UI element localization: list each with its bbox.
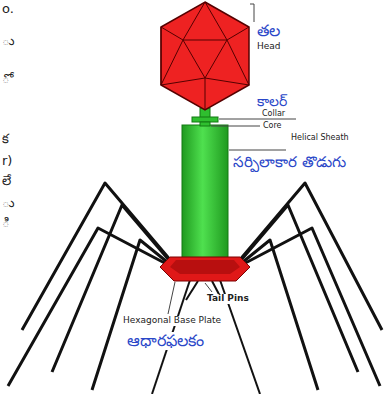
part-name: Helical Sheath — [290, 134, 350, 143]
part-name: తల — [257, 22, 280, 40]
margin-fragment: r) — [2, 154, 12, 168]
margin-fragment: ి — [2, 216, 10, 230]
margin-fragment: క — [2, 132, 9, 146]
margin-fragment: లే — [2, 174, 11, 188]
core — [200, 122, 210, 126]
tail-sheath — [182, 125, 228, 260]
part-name: Hexagonal Base Plate — [122, 316, 222, 326]
margin-fragment: o. — [2, 2, 14, 16]
base-plate — [160, 257, 250, 281]
part-name: సర్పిలాకార తొడుగు — [232, 154, 347, 171]
part-name: Tail Pins — [206, 294, 250, 304]
margin-fragment: ు — [2, 196, 15, 210]
part-name: ఆధారఫలకం — [126, 332, 205, 350]
part-name: Collar — [262, 110, 285, 119]
part-name: Core — [263, 122, 282, 131]
capsid-head — [161, 2, 249, 110]
part-name: కాలర్ — [257, 94, 287, 109]
margin-fragment: ు — [2, 34, 15, 48]
collar — [192, 117, 218, 122]
base-plate-top — [170, 260, 240, 274]
part-name: Head — [257, 42, 281, 52]
margin-fragment: ో — [2, 72, 10, 86]
